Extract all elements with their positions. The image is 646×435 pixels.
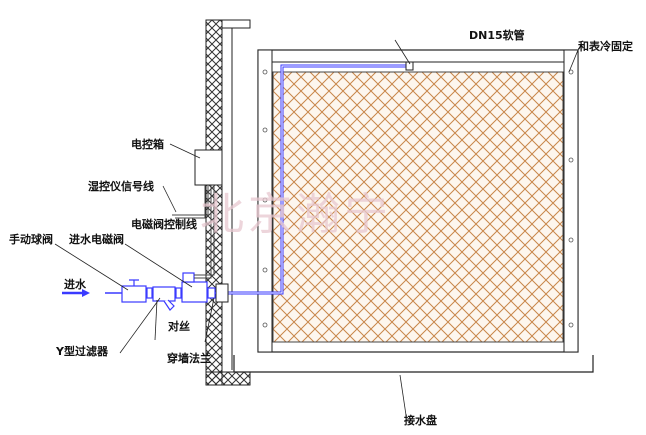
label-ball-valve: 手动球阀	[9, 233, 53, 246]
label-wall-flange: 穿墙法兰	[167, 352, 211, 365]
label-drip-tray: 接水盘	[404, 414, 437, 427]
drip-tray	[233, 355, 594, 373]
wall-flange	[215, 283, 229, 303]
y-filter[interactable]	[152, 286, 176, 302]
control-box	[194, 149, 223, 186]
inlet-arrow-icon	[62, 289, 90, 297]
label-water-in: 进水	[64, 278, 86, 291]
hose-nozzle	[405, 61, 414, 71]
label-solenoid-control: 电磁阀控制线	[131, 218, 197, 231]
label-fixing: 和表冷固定	[578, 40, 633, 53]
wet-pad	[272, 71, 564, 343]
watermark: 北京瀚宁	[200, 189, 392, 240]
label-y-filter: Y型过滤器	[56, 345, 108, 358]
frame-bolts	[262, 69, 574, 328]
label-control-box: 电控箱	[131, 138, 164, 151]
label-humidity-signal: 湿控仪信号线	[88, 180, 154, 193]
solenoid-valve[interactable]	[181, 281, 208, 303]
label-union: 对丝	[168, 320, 190, 333]
label-hose: DN15软管	[469, 29, 525, 42]
label-inlet-solenoid: 进水电磁阀	[69, 233, 124, 246]
